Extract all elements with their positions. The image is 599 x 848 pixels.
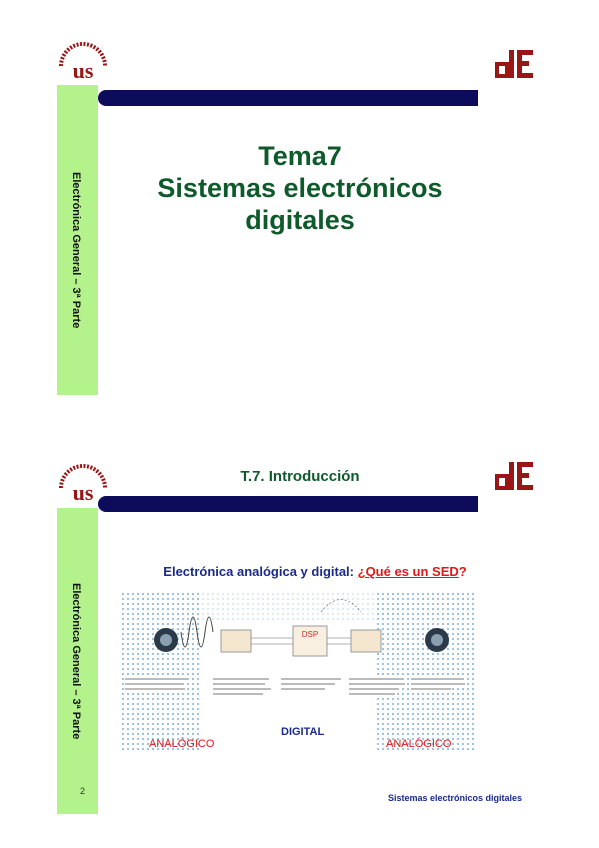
side-bar <box>57 85 98 395</box>
svg-text:us: us <box>73 58 94 83</box>
department-logo-icon <box>495 50 533 78</box>
subtitle-link[interactable]: ¿Qué es un SED <box>357 564 459 579</box>
slide-footer: Sistemas electrónicos digitales <box>388 793 523 803</box>
signal-chain-diagram: DSP <box>121 592 476 752</box>
svg-text:us: us <box>73 480 94 505</box>
side-label: Electrónica General – 3ª Parte <box>70 172 82 329</box>
header-bar <box>98 90 478 106</box>
slide-title: T.7. Introducción <box>240 468 360 485</box>
university-seal-icon: us <box>59 464 107 505</box>
header-bar <box>98 496 478 512</box>
dsp-label: DSP <box>302 630 318 639</box>
signal-chain-figure: DSP ANALÓGICO DIGITAL ANALÓGICO <box>121 592 476 752</box>
side-label: Electrónica General – 3ª Parte <box>70 583 82 740</box>
page-number: 2 <box>80 786 86 796</box>
label-analog-left: ANALÓGICO <box>149 738 215 750</box>
label-analog-right: ANALÓGICO <box>386 738 452 750</box>
side-bar <box>57 508 98 814</box>
slide-1: Electrónica General – 3ª Parte us Tema7 … <box>57 42 533 395</box>
slide-subtitle: Electrónica analógica y digital: ¿Qué es… <box>120 564 510 579</box>
slide-title: Tema7 Sistemas electrónicos digitales <box>157 141 443 235</box>
department-logo-icon <box>495 462 533 490</box>
subtitle-suffix: ? <box>458 564 467 579</box>
university-seal-icon: us <box>59 42 107 83</box>
subtitle-text: Electrónica analógica y digital: <box>163 564 358 579</box>
label-digital: DIGITAL <box>281 726 325 738</box>
